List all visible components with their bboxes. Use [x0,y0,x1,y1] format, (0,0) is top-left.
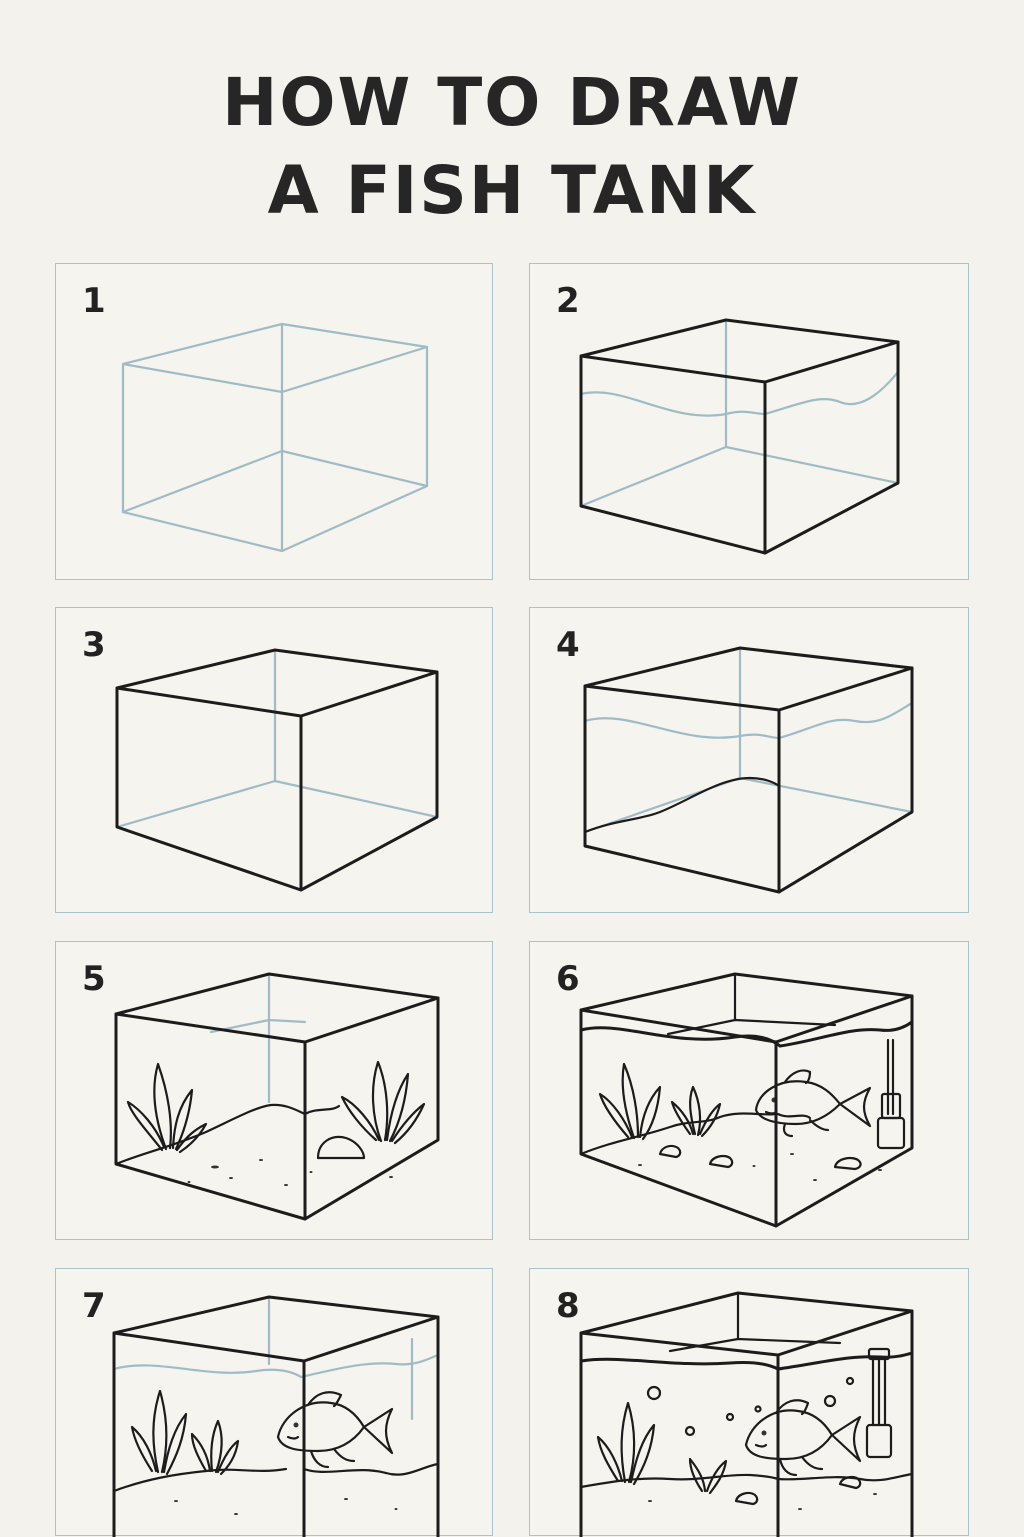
step-panel-6: 6 [529,941,969,1240]
page-title-line-1: HOW TO DRAW [222,64,802,141]
step-panel-3: 3 [55,607,493,913]
step-number: 8 [556,1286,580,1326]
step-panel-7: 7 [55,1268,493,1537]
step-number: 5 [82,959,106,999]
tank-fish-plants-drawing [112,1295,440,1537]
step-number: 7 [82,1286,106,1326]
step-panel-8: 8 [529,1268,969,1537]
step-number: 1 [82,281,106,321]
tank-fish-filter-drawing [579,972,914,1228]
tank-complete-drawing [579,1291,914,1537]
page-title-line-2: A FISH TANK [267,152,757,229]
step-number: 6 [556,959,580,999]
tank-plants-drawing [114,972,440,1221]
tank-water-sand-drawing [583,646,914,894]
step-panel-5: 5 [55,941,493,1240]
tank-guide-drawing [121,322,429,553]
step-panel-4: 4 [529,607,969,913]
tank-outline-drawing [579,318,900,555]
step-number: 3 [82,625,106,665]
tank-box-drawing [115,648,439,892]
step-number: 4 [556,625,580,665]
step-number: 2 [556,281,580,321]
step-panel-1: 1 [55,263,493,580]
step-panel-2: 2 [529,263,969,580]
